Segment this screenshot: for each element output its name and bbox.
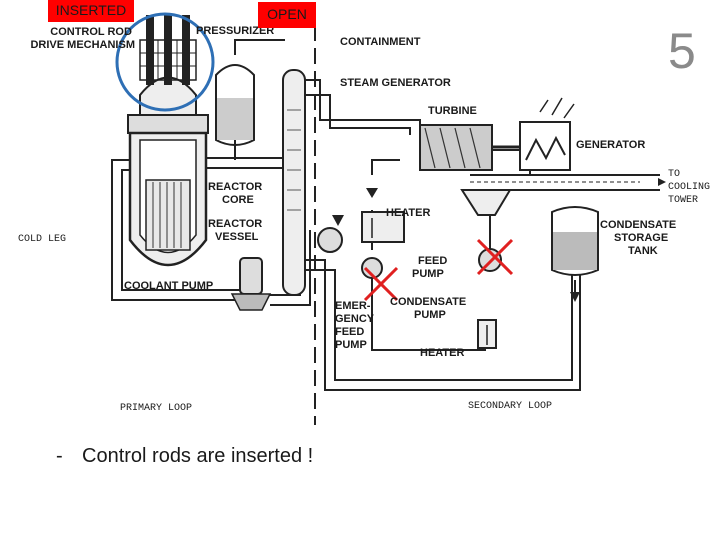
label-heater-bottom: HEATER	[420, 347, 464, 359]
label-to-cooling-tower: TO COOLING TOWER	[668, 169, 716, 206]
label-cold-leg: COLD LEG	[18, 234, 66, 245]
steam-generator	[282, 69, 306, 296]
label-primary-loop: PRIMARY LOOP	[120, 403, 192, 414]
pressurizer	[215, 39, 285, 160]
label-condensate-storage-tank: CONDENSATE STORAGE TANK	[600, 219, 679, 257]
label-control-rod-drive: CONTROL ROD DRIVE MECHANISM	[30, 26, 135, 51]
inserted-tag: INSERTED	[48, 0, 134, 22]
turbine	[419, 124, 520, 171]
label-secondary-loop: SECONDARY LOOP	[468, 401, 552, 412]
bullet-text: Control rods are inserted !	[82, 445, 314, 467]
bullet-point: -Control rods are inserted !	[56, 445, 313, 468]
highlight-circle	[115, 12, 215, 112]
label-heater-top: HEATER	[386, 207, 430, 219]
reactor-vessel	[127, 76, 209, 267]
generator	[519, 97, 575, 171]
cross-mark-emergency-feed-pump	[363, 266, 399, 302]
emergency-feed-pump	[317, 215, 344, 253]
label-containment: CONTAINMENT	[340, 36, 421, 48]
label-turbine: TURBINE	[428, 105, 477, 117]
condenser	[460, 174, 666, 216]
bullet-dash: -	[56, 445, 63, 467]
control-rod-drive-mechanism	[139, 15, 197, 85]
pwr-schematic-diagram: CONTROL ROD DRIVE MECHANISM PRESSURIZER …	[18, 12, 716, 425]
condensate-storage-tank	[551, 206, 599, 302]
coolant-pump	[230, 257, 272, 311]
label-generator: GENERATOR	[576, 139, 645, 151]
label-emergency-feed-pump: EMER- GENCY FEED PUMP	[335, 300, 377, 351]
label-pressurizer: PRESSURIZER	[196, 25, 274, 37]
label-reactor-core: REACTOR CORE	[208, 181, 265, 206]
top-heater	[361, 188, 405, 243]
cross-mark-feed-pump	[476, 238, 514, 276]
label-condensate-pump: CONDENSATE PUMP	[390, 296, 469, 321]
label-reactor-vessel: REACTOR VESSEL	[208, 218, 265, 243]
bottom-heater	[477, 319, 497, 349]
label-steam-generator: STEAM GENERATOR	[340, 77, 451, 89]
label-coolant-pump: COOLANT PUMP	[124, 280, 213, 292]
secondary-loop-piping	[304, 79, 581, 391]
label-feed-pump: FEED PUMP	[412, 255, 450, 280]
open-tag: OPEN	[258, 2, 316, 28]
feed-pump	[361, 257, 383, 279]
slide-number: 5	[668, 23, 696, 79]
